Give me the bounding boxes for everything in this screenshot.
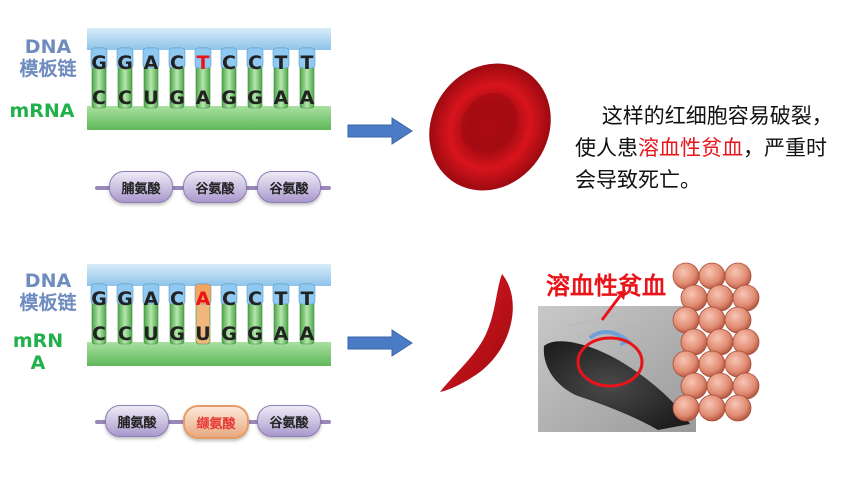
amino-acid: 谷氨酸 [257,405,321,437]
dna-base-letter: G [117,52,133,74]
mrna-base-letter: A [274,87,289,109]
mrna-base-letter: C [118,87,132,109]
dna-base-cap [142,283,160,305]
hemoglobin-blob [724,394,752,422]
mrna-base-letter: G [247,87,263,109]
mrna-base-letter: U [195,323,210,345]
disease-title: 溶血性贫血 [546,272,666,300]
dna-base-cap [90,47,108,69]
dna-base-cap [220,283,238,305]
dna-base-letter: T [197,52,210,74]
red-blood-cell-icon [429,63,551,191]
dna-base-cap [220,47,238,69]
pointer-arrow [600,290,626,321]
mutated-amino-acid: 缬氨酸 [183,405,249,439]
dna-base-letter: C [170,288,184,310]
dna-base-letter: G [91,52,107,74]
mrna-base-letter: G [247,323,263,345]
mrna-base-letter: G [221,323,237,345]
amino-acid: 脯氨酸 [109,171,173,203]
bottom-dna-label: DNA 模板链 [19,270,77,314]
dna-base-cap [116,47,134,69]
mrna-base-letter: A [274,323,289,345]
dna-base-letter: C [248,288,262,310]
dna-base-cap [194,283,212,305]
mrna-base-letter: G [169,87,185,109]
dna-base-letter: G [117,288,133,310]
dna-base-letter: C [170,52,184,74]
dna-base-letter: A [144,52,159,74]
mrna-backbone [87,342,331,366]
dna-base-letter: C [222,52,236,74]
dna-base-letter: T [275,288,288,310]
dna-base-letter: T [301,288,314,310]
dna-base-letter: C [222,288,236,310]
bottom-amino-acid-chain: 脯氨酸 缬氨酸 谷氨酸 [95,402,331,442]
dna-backbone [87,264,331,286]
dna-base-letter: T [301,52,314,74]
dna-base-cap [298,47,316,69]
mrna-base-letter: C [92,323,106,345]
dna-base-letter: C [248,52,262,74]
bottom-mrna-label: mRN A [12,330,64,374]
mrna-base-letter: A [300,87,315,109]
dna-base-cap [272,47,290,69]
dna-base-cap [142,47,160,69]
mrna-base-letter: C [92,87,106,109]
sickle-cell-micrograph [538,306,696,432]
mrna-base-letter: C [118,323,132,345]
hemoglobin-blob [698,394,726,422]
dna-base-cap [272,283,290,305]
amino-acid: 谷氨酸 [257,171,321,203]
dna-base-letter: G [91,288,107,310]
description-text: 这样的红细胞容易破裂，使人患溶血性贫血，严重时会导致死亡。 [575,104,833,192]
mrna-base-letter: U [143,87,158,109]
mrna-base-letter: U [143,323,158,345]
sickle-cell-icon [440,274,513,392]
hemoglobin-blob [672,394,700,422]
right-arrow-icon [347,117,413,145]
mrna-base-letter: G [169,323,185,345]
dna-base-letter: T [275,52,288,74]
dna-base-cap [246,283,264,305]
dna-base-letter: A [196,288,211,310]
top-dna-label: DNA 模板链 [19,36,77,80]
mrna-base-letter: A [196,87,211,109]
hemoglobin-icon [672,262,760,422]
dna-base-cap [168,283,186,305]
dna-base-cap [90,283,108,305]
dna-base-cap [116,283,134,305]
dna-base-letter: A [144,288,159,310]
top-amino-acid-chain: 脯氨酸 谷氨酸 谷氨酸 [95,168,331,208]
top-mrna-label: mRNA [9,100,75,122]
dna-base-cap [168,47,186,69]
dna-base-cap [194,47,212,69]
mrna-base-letter: G [221,87,237,109]
mrna-base-letter: A [300,323,315,345]
dna-backbone [87,28,331,50]
amino-acid: 谷氨酸 [183,171,247,203]
dna-base-cap [298,283,316,305]
right-arrow-icon [347,329,413,357]
dna-base-cap [246,47,264,69]
amino-acid: 脯氨酸 [105,405,169,437]
mrna-backbone [87,106,331,130]
